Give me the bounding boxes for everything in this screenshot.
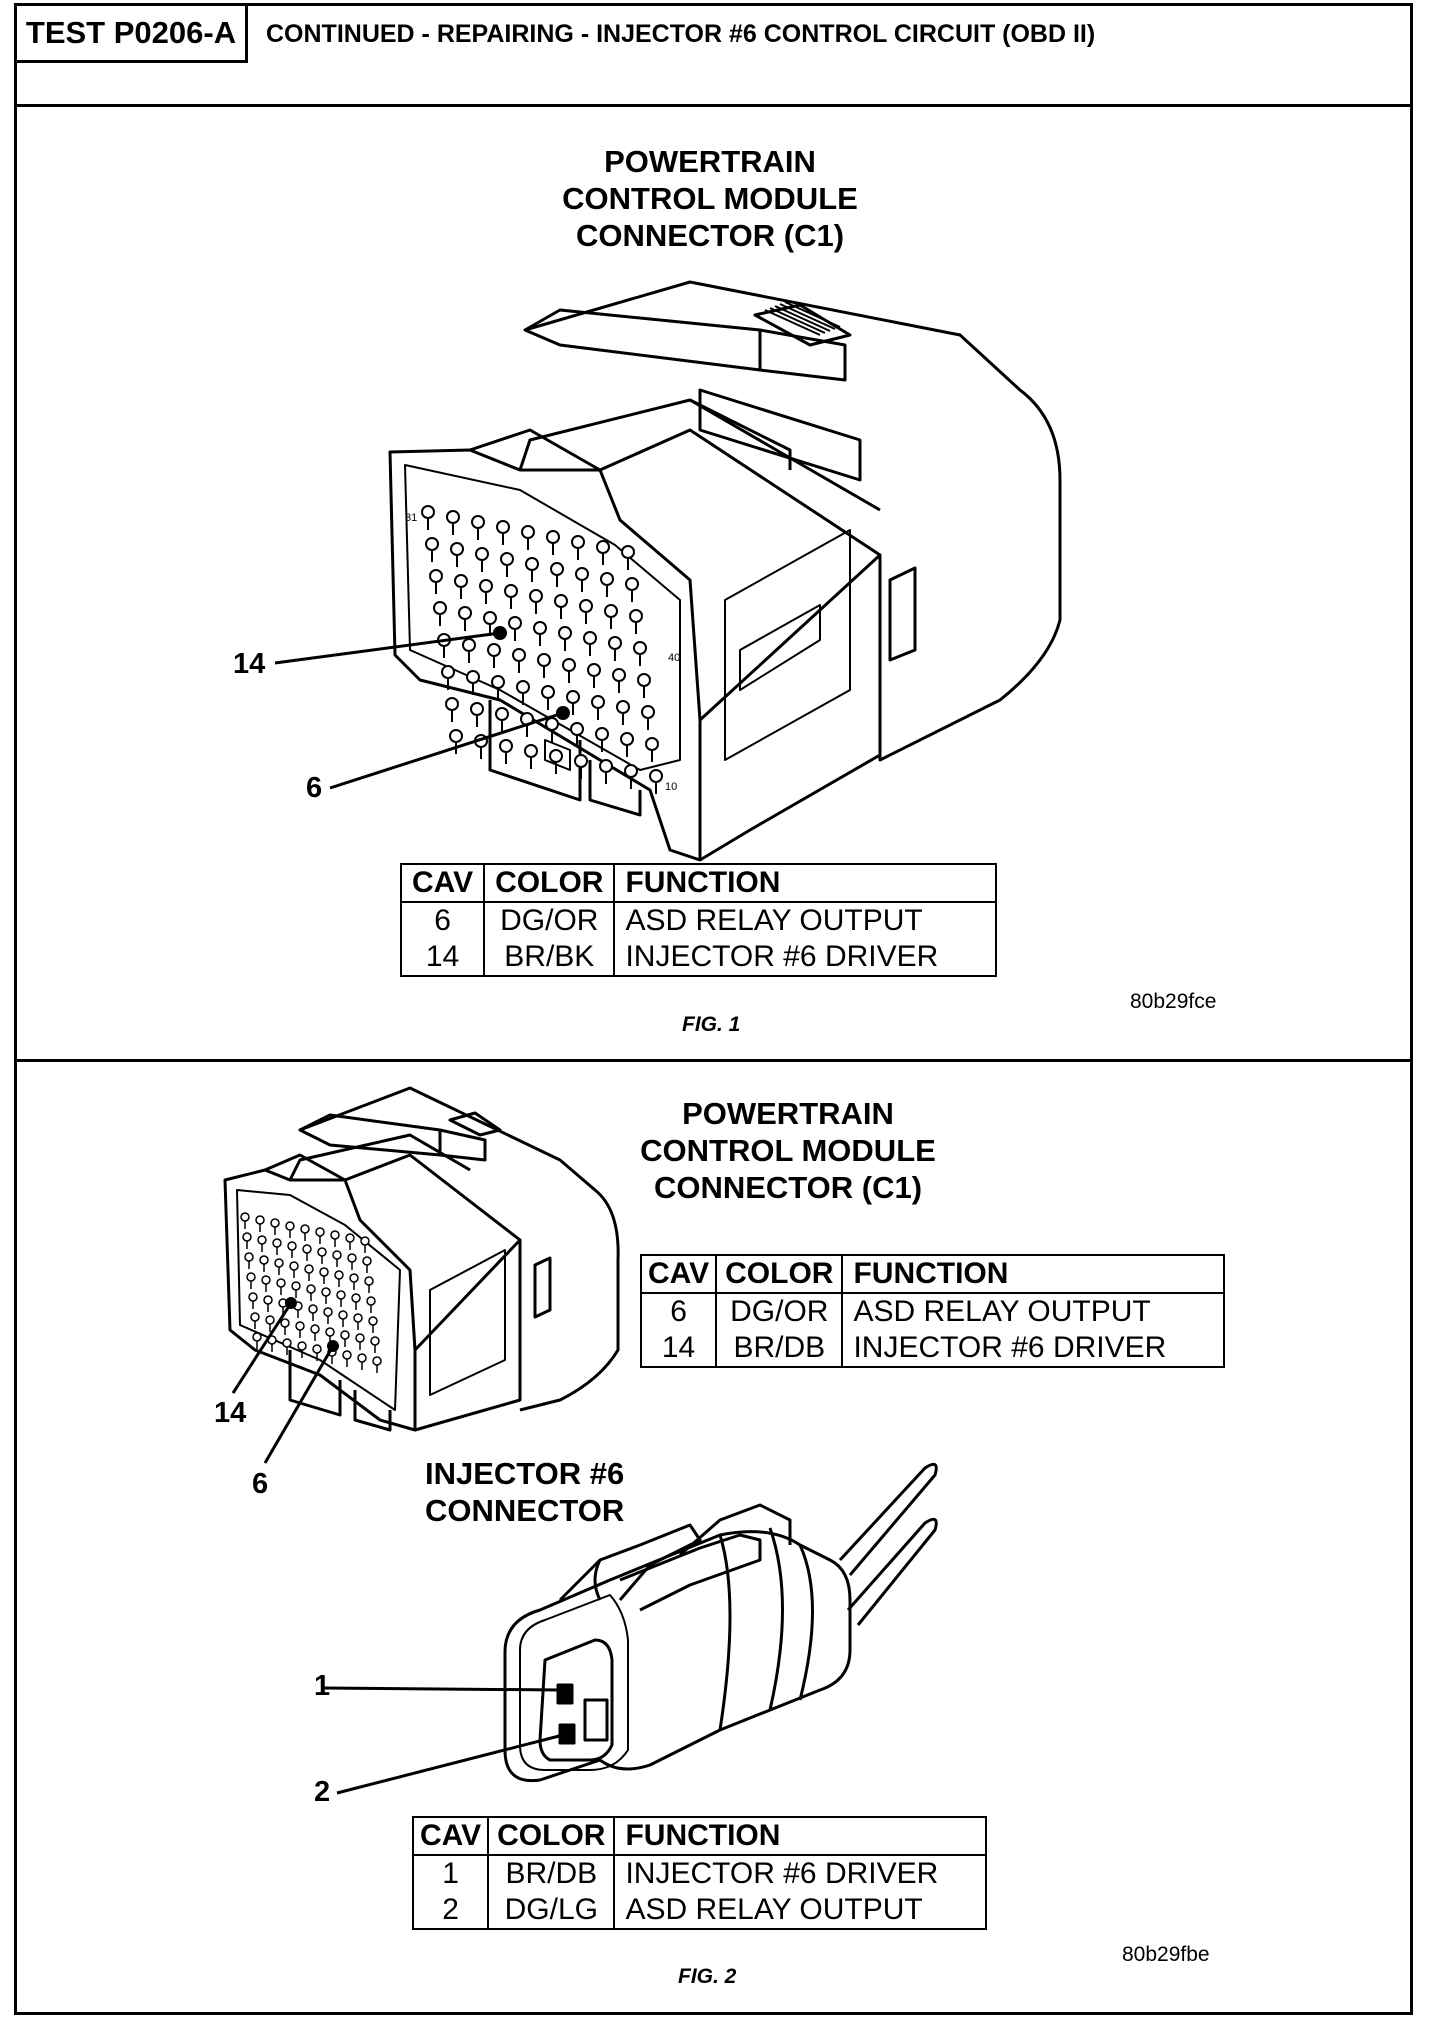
fig1-title: POWERTRAIN CONTROL MODULE CONNECTOR (C1): [540, 143, 880, 254]
table-header-row: CAV COLOR FUNCTION: [399, 863, 998, 903]
fig2-title-line1: POWERTRAIN: [682, 1096, 894, 1131]
header-color: COLOR: [487, 1816, 616, 1856]
header-color: COLOR: [483, 863, 616, 903]
fig2-pcm-cavity-table: CAV COLOR FUNCTION 6 DG/OR ASD RELAY OUT…: [639, 1254, 1226, 1368]
fig1-callout-14: 14: [233, 648, 266, 680]
cell-cav: 2: [411, 1892, 490, 1930]
test-id: TEST P0206-A: [25, 15, 237, 50]
cell-cav: 1: [411, 1855, 490, 1892]
header-cav: CAV: [399, 863, 486, 903]
fig2-title: POWERTRAIN CONTROL MODULE CONNECTOR (C1): [618, 1095, 958, 1206]
injector-title-line1: INJECTOR #6: [425, 1456, 625, 1491]
fig2-title-line2: CONTROL MODULE: [640, 1133, 936, 1168]
pin-label-31: 31: [405, 512, 418, 524]
header-function: FUNCTION: [613, 863, 998, 903]
fig1-caption: FIG. 1: [682, 1013, 741, 1036]
table-row: 14 BR/BK INJECTOR #6 DRIVER: [399, 939, 998, 977]
fig1-title-line2: CONTROL MODULE: [562, 181, 858, 216]
page-frame: [14, 3, 1413, 2015]
cell-color: DG/OR: [483, 902, 616, 939]
fig1-title-line3: CONNECTOR (C1): [575, 218, 845, 253]
injector-callout-1: 1: [314, 1670, 331, 1702]
test-id-box: TEST P0206-A: [14, 3, 248, 63]
injector-cavity-table: CAV COLOR FUNCTION 1 BR/DB INJECTOR #6 D…: [411, 1816, 988, 1930]
fig2-drawing-code: 80b29fbe: [1122, 1943, 1210, 1966]
fig2-callout-6: 6: [252, 1468, 269, 1500]
cell-color: BR/BK: [483, 939, 616, 977]
cell-color: BR/DB: [487, 1855, 616, 1892]
fig1-title-line1: POWERTRAIN: [604, 144, 816, 179]
cell-function: ASD RELAY OUTPUT: [841, 1293, 1226, 1330]
cell-color: BR/DB: [715, 1330, 844, 1368]
injector-callout-2: 2: [314, 1776, 331, 1808]
table-row: 14 BR/DB INJECTOR #6 DRIVER: [639, 1330, 1226, 1368]
injector-title-line2: CONNECTOR: [425, 1493, 625, 1528]
table-row: 1 BR/DB INJECTOR #6 DRIVER: [411, 1855, 988, 1892]
page-heading: CONTINUED - REPAIRING - INJECTOR #6 CONT…: [266, 20, 1096, 48]
fig2-title-line3: CONNECTOR (C1): [653, 1170, 923, 1205]
header-color: COLOR: [715, 1254, 844, 1294]
fig1-drawing-code: 80b29fce: [1130, 990, 1217, 1013]
pin-label-10: 10: [665, 781, 678, 793]
cell-cav: 6: [639, 1293, 718, 1330]
cell-color: DG/OR: [715, 1293, 844, 1330]
table-header-row: CAV COLOR FUNCTION: [411, 1816, 988, 1856]
cell-function: ASD RELAY OUTPUT: [613, 902, 998, 939]
fig2-caption: FIG. 2: [678, 1965, 737, 1988]
header-divider: [14, 104, 1413, 107]
fig1-callout-6: 6: [306, 772, 323, 804]
cell-color: DG/LG: [487, 1892, 616, 1930]
fig2-callout-14: 14: [214, 1397, 247, 1429]
table-header-row: CAV COLOR FUNCTION: [639, 1254, 1226, 1294]
table-row: 6 DG/OR ASD RELAY OUTPUT: [639, 1293, 1226, 1330]
cell-function: INJECTOR #6 DRIVER: [613, 939, 998, 977]
cell-function: INJECTOR #6 DRIVER: [613, 1855, 988, 1892]
injector-connector-title: INJECTOR #6 CONNECTOR: [425, 1455, 624, 1529]
cell-function: INJECTOR #6 DRIVER: [841, 1330, 1226, 1368]
cell-cav: 14: [639, 1330, 718, 1368]
header-cav: CAV: [639, 1254, 718, 1294]
fig1-cavity-table: CAV COLOR FUNCTION 6 DG/OR ASD RELAY OUT…: [399, 863, 998, 977]
header-function: FUNCTION: [841, 1254, 1226, 1294]
header-function: FUNCTION: [613, 1816, 988, 1856]
pin-label-40: 40: [668, 652, 681, 664]
cell-function: ASD RELAY OUTPUT: [613, 1892, 988, 1930]
cell-cav: 14: [399, 939, 486, 977]
table-row: 6 DG/OR ASD RELAY OUTPUT: [399, 902, 998, 939]
table-row: 2 DG/LG ASD RELAY OUTPUT: [411, 1892, 988, 1930]
figure-divider: [14, 1059, 1413, 1062]
cell-cav: 6: [399, 902, 486, 939]
header-cav: CAV: [411, 1816, 490, 1856]
